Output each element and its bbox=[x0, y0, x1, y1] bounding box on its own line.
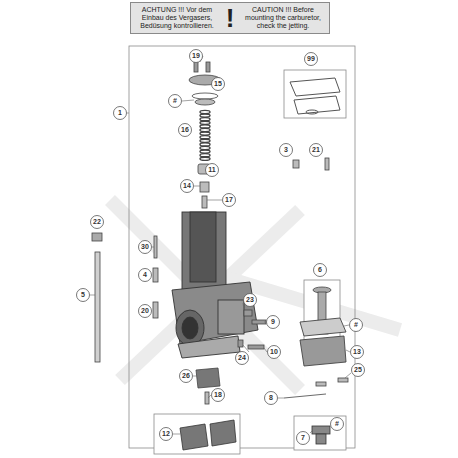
callout-number: 17 bbox=[225, 196, 233, 204]
callout-circle bbox=[314, 264, 327, 277]
callout-circle bbox=[268, 346, 281, 359]
callout-number: 23 bbox=[246, 296, 254, 304]
callout-circle bbox=[310, 144, 323, 157]
callout-circle bbox=[297, 432, 310, 445]
callout-number: 10 bbox=[270, 348, 278, 356]
callout-circle bbox=[169, 95, 182, 108]
callout-number: 15 bbox=[214, 80, 222, 88]
callout-number: 21 bbox=[312, 146, 320, 154]
callout-circle bbox=[223, 194, 236, 207]
watermark bbox=[110, 200, 400, 390]
callout-number: 30 bbox=[141, 243, 149, 251]
callout-circle bbox=[280, 144, 293, 157]
callout-number: # bbox=[335, 420, 339, 428]
callout-circle bbox=[305, 53, 318, 66]
callout-number: 22 bbox=[93, 218, 101, 226]
callout-number: 12 bbox=[162, 430, 170, 438]
callout-circle bbox=[114, 107, 127, 120]
callout-number: 25 bbox=[354, 366, 362, 374]
callout-circle bbox=[77, 289, 90, 302]
exclamation-mark: ! bbox=[226, 5, 235, 31]
callout-circle bbox=[139, 241, 152, 254]
callout-circle bbox=[236, 352, 249, 365]
caution-box: ACHTUNG !!! Vor dem Einbau des Vergasers… bbox=[130, 2, 330, 34]
callout-number: 13 bbox=[353, 348, 361, 356]
callout-number: 26 bbox=[182, 372, 190, 380]
callout-number: 20 bbox=[141, 307, 149, 315]
callout-number: 16 bbox=[181, 126, 189, 134]
callout-number: 11 bbox=[208, 166, 215, 174]
callout-circle bbox=[331, 418, 344, 431]
callout-number: 6 bbox=[318, 266, 322, 274]
callout-number: 8 bbox=[269, 394, 273, 402]
callout-circle bbox=[139, 269, 152, 282]
callout-circle bbox=[350, 319, 363, 332]
callout-circle bbox=[181, 180, 194, 193]
callout-number: 1 bbox=[118, 109, 122, 117]
warning-text: CAUTION !!! Before mounting the carburet… bbox=[239, 6, 327, 30]
callout-circle bbox=[179, 124, 192, 137]
callout-circle bbox=[352, 364, 365, 377]
callout-number: 18 bbox=[214, 391, 222, 399]
callout-number: 5 bbox=[81, 291, 85, 299]
callout-number: 3 bbox=[284, 146, 288, 154]
callout-circle bbox=[160, 428, 173, 441]
callout-circle bbox=[351, 346, 364, 359]
callout-circle bbox=[91, 216, 104, 229]
warning-text: ACHTUNG !!! Vor dem Einbau des Vergasers… bbox=[133, 6, 221, 30]
callout-number: # bbox=[173, 97, 177, 105]
callout-circle bbox=[244, 294, 257, 307]
callout-circle bbox=[190, 50, 203, 63]
callout-circle bbox=[206, 164, 219, 177]
callout-circle bbox=[212, 389, 225, 402]
callout-number: 19 bbox=[192, 52, 200, 60]
callout-circle bbox=[180, 370, 193, 383]
callout-number: # bbox=[354, 321, 358, 329]
callout-circle bbox=[265, 392, 278, 405]
callout-number: 99 bbox=[307, 55, 315, 63]
callout-number: 4 bbox=[143, 271, 147, 279]
callout-number: 14 bbox=[183, 182, 191, 190]
callout-number: 9 bbox=[271, 318, 275, 326]
callout-circle bbox=[212, 78, 225, 91]
callout-circle bbox=[139, 305, 152, 318]
callout-circle bbox=[267, 316, 280, 329]
callout-number: 24 bbox=[238, 354, 246, 362]
callout-number: 7 bbox=[301, 434, 305, 442]
